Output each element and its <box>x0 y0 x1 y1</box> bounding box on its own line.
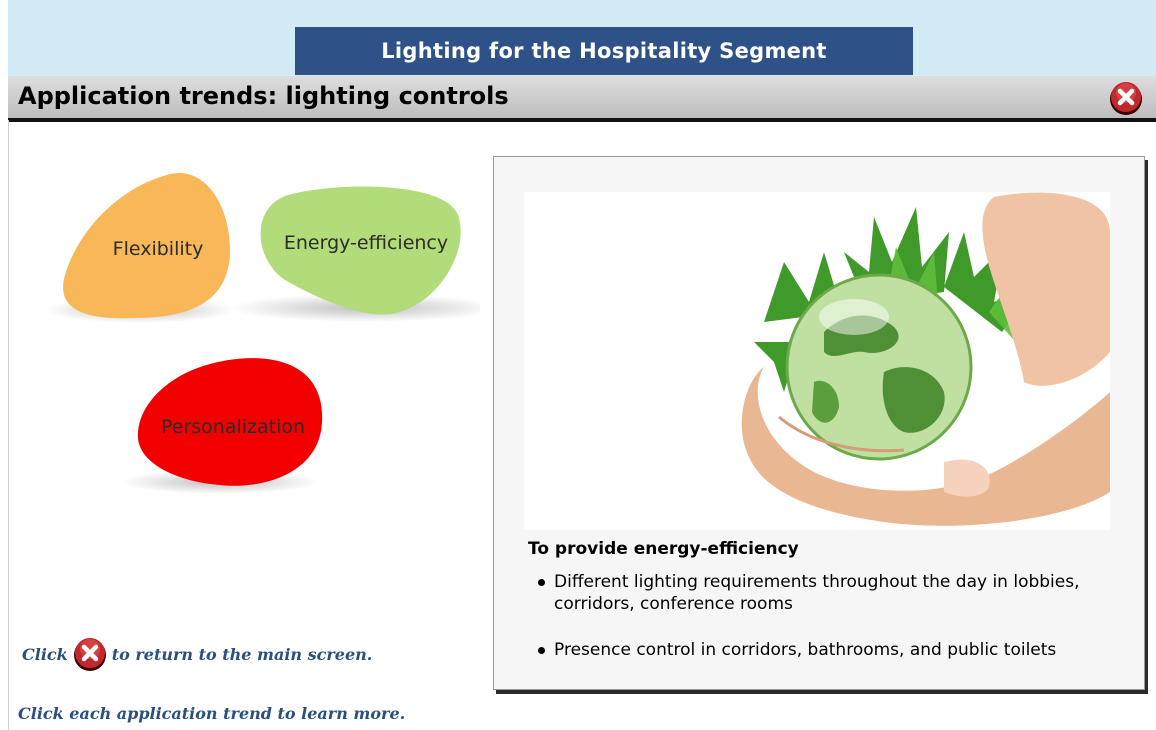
trends-graphic: Flexibility Energy-efficiency Personaliz… <box>45 172 480 494</box>
page-title: Application trends: lighting controls <box>18 82 509 110</box>
title-bar: Application trends: lighting controls <box>8 76 1156 122</box>
bullet-item: Presence control in corridors, bathrooms… <box>536 639 1126 661</box>
bullet-item: Different lighting requirements througho… <box>536 571 1126 615</box>
trend-energy-efficiency-label: Energy-efficiency <box>284 232 448 254</box>
close-x-icon <box>73 638 106 671</box>
instruction-text: Click each application trend to learn mo… <box>18 704 406 723</box>
panel-heading: To provide energy-efficiency <box>528 539 799 559</box>
close-x-icon[interactable] <box>1108 80 1144 116</box>
trend-personalization[interactable]: Personalization <box>137 358 323 486</box>
left-border <box>8 120 9 730</box>
hands-globe-image <box>524 192 1110 530</box>
trend-energy-efficiency[interactable]: Energy-efficiency <box>260 186 461 315</box>
info-panel: To provide energy-efficiency Different l… <box>493 156 1145 690</box>
return-hint: Click to return to the main screen. <box>22 636 372 672</box>
return-hint-suffix: to return to the main screen. <box>111 644 373 664</box>
trend-personalization-label: Personalization <box>161 416 305 438</box>
bullet-list: Different lighting requirements througho… <box>536 571 1126 685</box>
banner-title: Lighting for the Hospitality Segment <box>295 27 913 75</box>
trend-flexibility-label: Flexibility <box>113 238 204 260</box>
return-hint-prefix: Click <box>22 644 68 664</box>
trend-flexibility[interactable]: Flexibility <box>63 172 230 319</box>
